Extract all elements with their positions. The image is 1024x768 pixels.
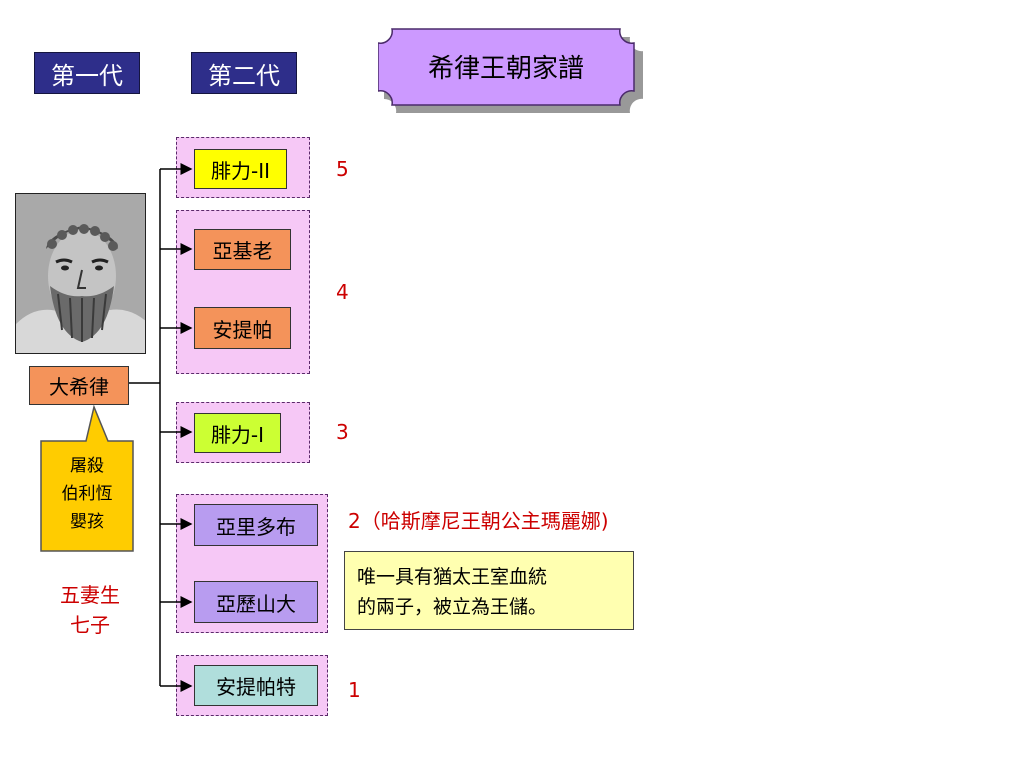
title-banner: 希律王朝家譜 [378,27,643,113]
page-title: 希律王朝家譜 [427,53,584,84]
wife-number-2: 2（哈斯摩尼王朝公主瑪麗娜) [348,509,609,533]
heir-note-line-2: 的兩子，被立為王儲。 [357,596,548,618]
wives-line-1: 五妻生 [60,583,120,607]
generation-1-label: 第一代 [34,52,140,94]
bubble-line-3: 嬰孩 [70,512,104,532]
bubble-line-2: 伯利恆 [61,484,113,504]
wife-number-1: 1 [348,678,361,702]
bubble-line-1: 屠殺 [70,456,104,476]
child-node-antipater: 安提帕特 [194,665,318,706]
heir-note: 唯一具有猶太王室血統 的兩子，被立為王儲。 [344,551,634,630]
child-node-philip-ii: 腓力-II [194,149,287,189]
title-banner-shape [378,28,643,113]
speech-bubble: 屠殺 伯利恆 嬰孩 [41,452,133,536]
generation-2-label: 第二代 [191,52,297,94]
herod-bust-portrait-icon [16,194,145,353]
wife-number-5: 5 [336,157,349,181]
wives-children-note: 五妻生 七子 [40,580,140,640]
wives-line-2: 七子 [70,613,110,637]
herod-portrait [15,193,146,354]
child-node-archelaus: 亞基老 [194,229,291,270]
child-node-antipas: 安提帕 [194,307,291,349]
child-node-aristobulus: 亞里多布 [194,504,318,546]
child-node-alexander: 亞歷山大 [194,581,318,623]
child-node-philip-i: 腓力-I [194,413,281,453]
wife-number-3: 3 [336,420,349,444]
heir-note-line-1: 唯一具有猶太王室血統 [357,566,548,588]
wife-number-4: 4 [336,280,349,304]
root-node-herod: 大希律 [29,366,129,405]
